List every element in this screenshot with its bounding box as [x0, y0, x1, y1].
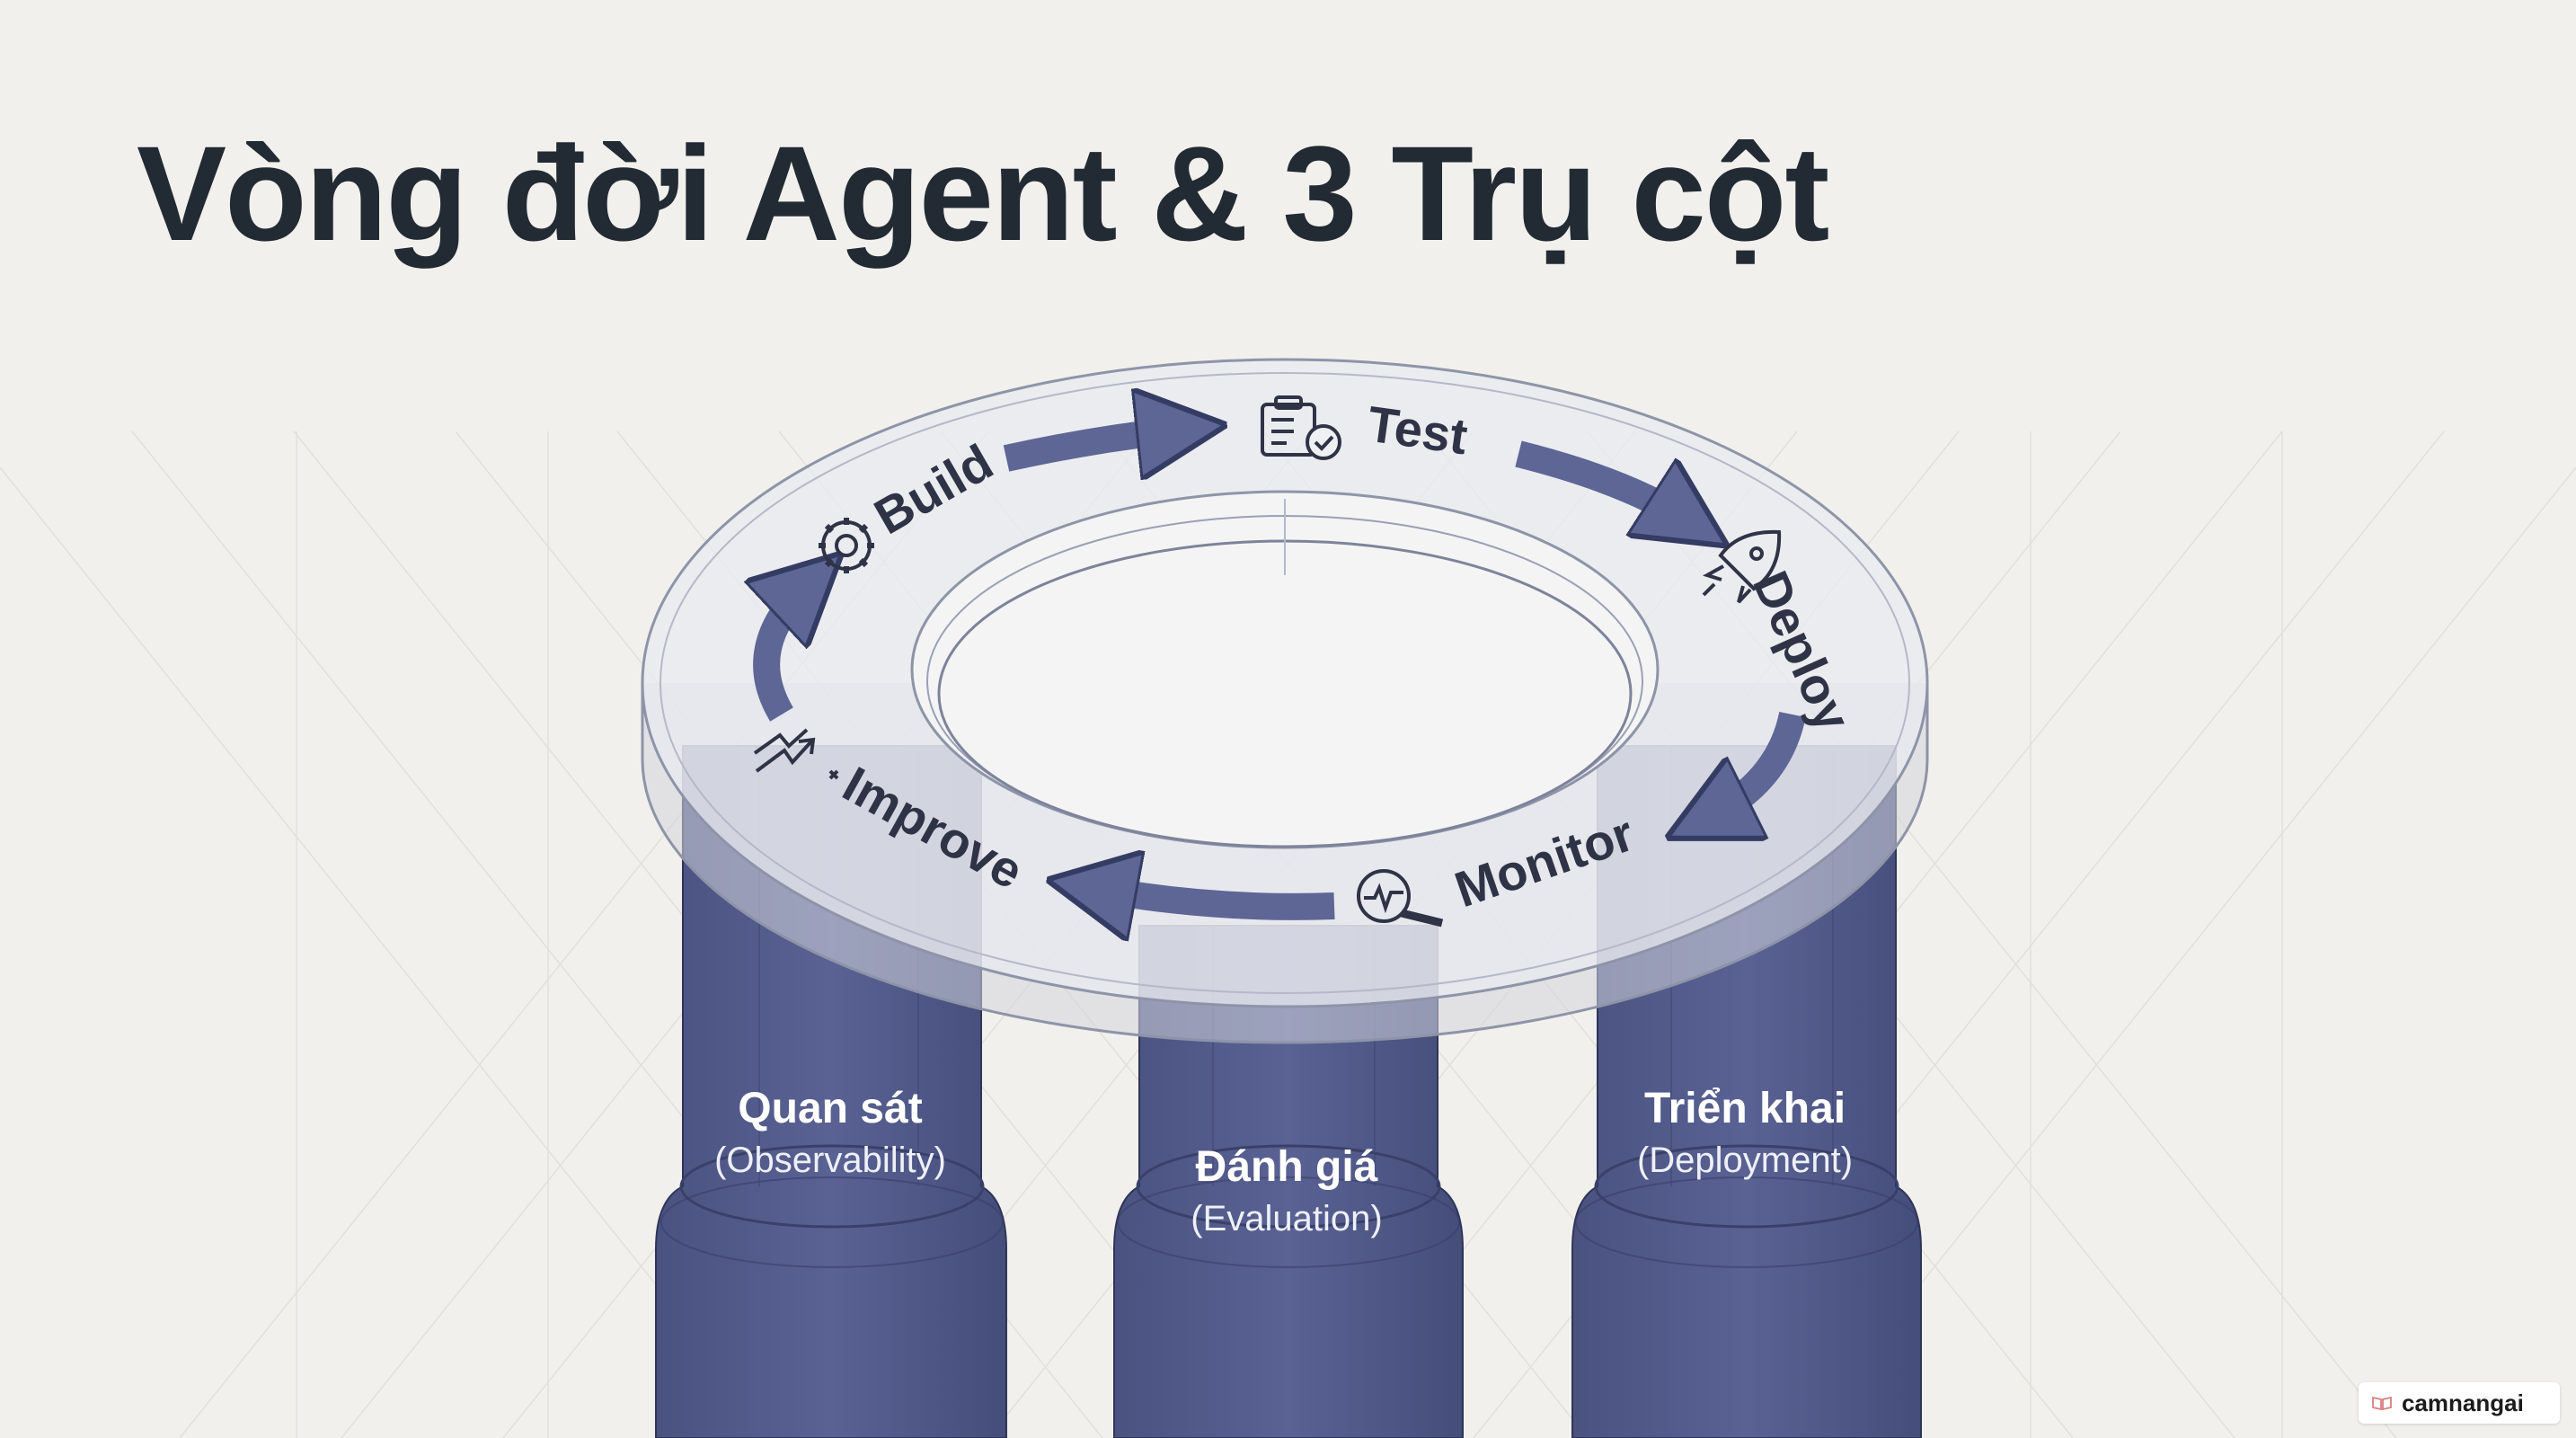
rocket-icon: [1702, 529, 1782, 604]
arrow-improve-to-build: [766, 584, 809, 722]
arrow-test-to-deploy: [1515, 440, 1689, 521]
pillar-label-deployment: Triển khai (Deployment): [1592, 1083, 1898, 1185]
watermark-text: camnangai: [2402, 1389, 2524, 1416]
gear-icon: [819, 518, 874, 573]
watermark-badge[interactable]: camnangai: [2359, 1382, 2560, 1424]
magnifier-pulse-icon: [1357, 869, 1444, 928]
arrow-monitor-to-improve: [1092, 888, 1335, 907]
pillar-name: Triển khai: [1643, 1085, 1846, 1132]
trend-up-icon: [753, 728, 839, 780]
pillar-name: Quan sát: [738, 1085, 923, 1132]
lifecycle-ring: [641, 358, 1929, 1044]
pillar-english-name: (Evaluation): [1191, 1198, 1383, 1238]
stage-label-test: Test: [1364, 395, 1471, 465]
book-icon: [2372, 1396, 2392, 1410]
arrow-deploy-to-monitor: [1707, 711, 1806, 818]
page-title: Vòng đời Agent & 3 Trụ cột: [137, 118, 1829, 269]
pillar-label-evaluation: Đánh giá (Evaluation): [1134, 1141, 1439, 1244]
pillar-english-name: (Deployment): [1636, 1140, 1854, 1180]
pillar-evaluation: [1113, 925, 1464, 1438]
clipboard-check-icon: [1261, 395, 1341, 460]
arrow-build-to-test: [1003, 430, 1182, 458]
pillar-label-observability: Quan sát (Observability): [677, 1083, 983, 1185]
cycle-arrows: [766, 430, 1806, 907]
pillar-english-name: (Observability): [714, 1140, 946, 1180]
pillar-name: Đánh giá: [1195, 1143, 1378, 1191]
